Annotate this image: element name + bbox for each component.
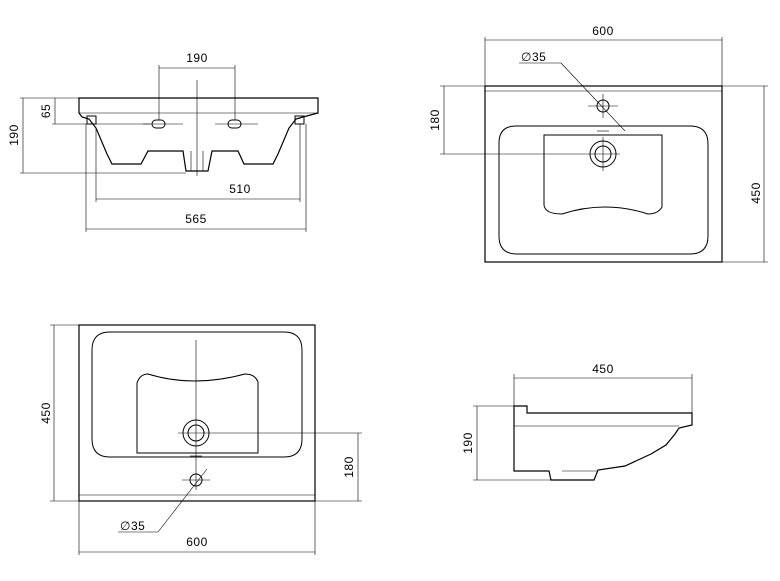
front-dim-190-top: 190 [186, 51, 208, 65]
tr-dim-35: ∅35 [521, 50, 546, 64]
front-basin-outline [78, 97, 319, 172]
top-view-left: 450 180 ∅35 600 [39, 324, 362, 555]
bl-bowl [91, 331, 303, 458]
tr-dim-600: 600 [592, 24, 614, 38]
front-dim-65: 65 [39, 104, 53, 118]
side-dim-450: 450 [592, 362, 614, 376]
side-view: 450 190 [461, 362, 693, 481]
bl-inner-basin [136, 373, 259, 454]
bl-dim-180: 180 [342, 456, 356, 478]
bl-dim-35: ∅35 [120, 519, 145, 533]
tr-inner-basin [543, 134, 663, 215]
bl-dim-450: 450 [39, 402, 53, 424]
front-right-bracket [294, 115, 305, 125]
front-dim-190-left: 190 [7, 124, 21, 146]
tr-outline [484, 85, 723, 263]
bl-outline [78, 324, 316, 502]
tr-dim-450: 450 [749, 182, 763, 204]
side-outline [513, 405, 693, 481]
front-view: 190 65 190 510 565 [7, 51, 319, 232]
tr-bowl [498, 125, 709, 255]
side-dim-190: 190 [461, 432, 475, 454]
bl-dim35-leader [157, 468, 208, 533]
front-dim-510: 510 [229, 182, 251, 196]
top-view-right: 600 ∅35 180 450 [428, 24, 768, 263]
tr-dim-180: 180 [428, 109, 442, 131]
tr-dim35-leader [560, 62, 626, 132]
bl-dim-600: 600 [186, 535, 208, 549]
front-dim-565: 565 [185, 212, 207, 226]
